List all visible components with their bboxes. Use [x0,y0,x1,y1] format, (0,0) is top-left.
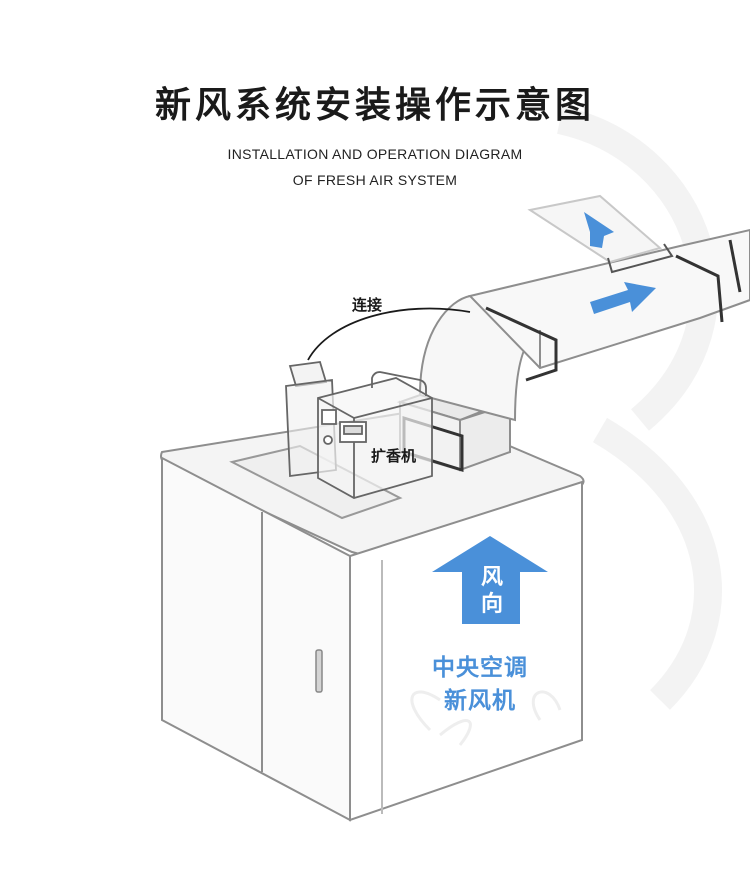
unit-name-line-1: 中央空调 [432,655,528,681]
aroma-diffuser-machine [285,361,433,499]
fan-watermark [410,690,562,746]
subtitle-line-2: OF FRESH AIR SYSTEM [292,172,458,188]
page-title: 新风系统安装操作示意图 [154,85,595,126]
wind-direction-arrow [432,536,548,624]
diffuser-label: 扩香机 [371,447,417,465]
connect-label: 连接 [352,296,383,314]
unit-name-line-2: 新风机 [444,688,516,714]
airflow-arrow-upper [584,212,614,248]
top-panel [229,444,403,520]
subtitle-line-1: INSTALLATION AND OPERATION DIAGRAM [227,146,523,162]
wind-direction-label-2: 向 [480,592,503,617]
door-handle [315,649,323,693]
connection-line [307,307,471,361]
airflow-arrow-main [590,282,656,314]
wind-direction-label-1: 风 [480,565,503,590]
